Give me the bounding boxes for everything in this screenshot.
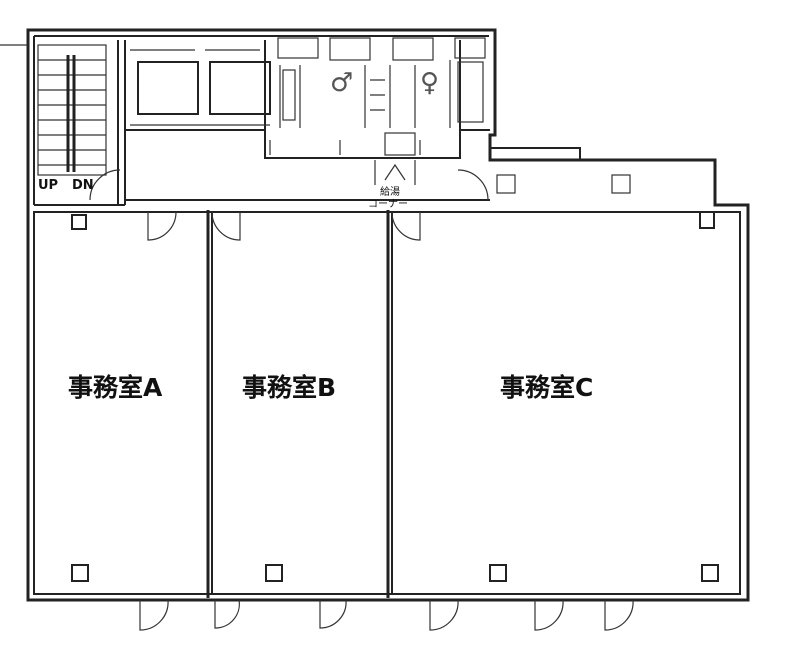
room-a-label: 事務室A xyxy=(68,373,163,402)
kitchen-label-1: 給湯 xyxy=(380,187,400,198)
doors xyxy=(89,140,634,631)
stairs-down-label: DN xyxy=(72,178,94,193)
kitchen-counter xyxy=(374,160,416,185)
room-c-label: 事務室C xyxy=(500,373,594,402)
stairs xyxy=(37,44,107,176)
male-toilet-icon: ♂ xyxy=(330,68,354,98)
female-toilet-icon: ♀ xyxy=(420,68,440,98)
columns xyxy=(71,174,719,582)
room-b-label: 事務室B xyxy=(242,373,337,402)
toilets xyxy=(277,37,486,156)
elevators xyxy=(130,49,271,126)
exterior-walls xyxy=(0,28,750,602)
kitchen-label-2: コーナー xyxy=(368,199,408,210)
stairs-up-label: UP xyxy=(38,178,59,193)
partition-walls xyxy=(34,40,490,598)
